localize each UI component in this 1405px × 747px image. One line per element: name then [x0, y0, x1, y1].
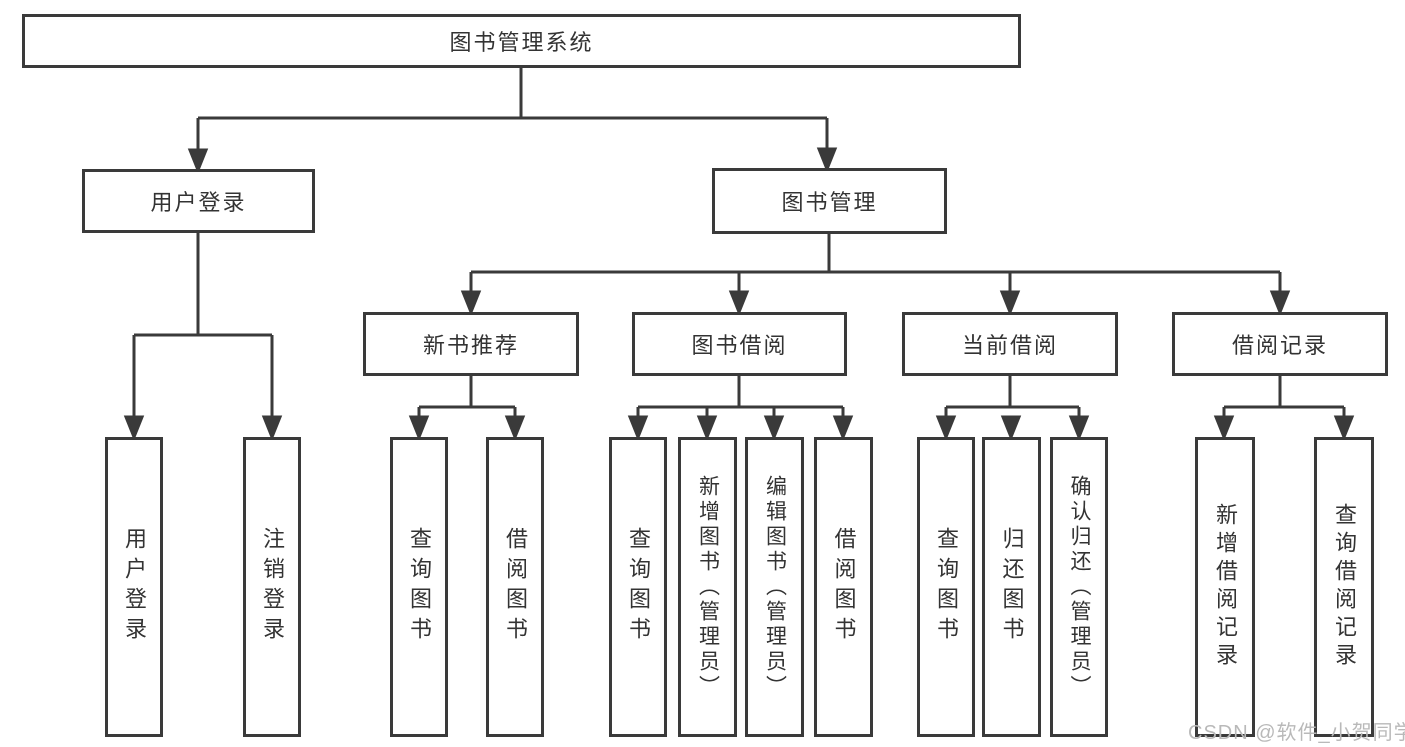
connectors-root [187, 68, 838, 175]
connectors-book-management [460, 233, 1291, 317]
node-add-book-admin: 新增图书（管理员） [678, 437, 737, 737]
node-query-books-borrow-label: 查询图书 [626, 527, 651, 647]
node-new-book-recommend: 新书推荐 [363, 312, 579, 376]
node-borrow-books-recommend: 借阅图书 [486, 437, 544, 737]
connectors-borrow-records [1213, 376, 1355, 442]
node-add-borrow-record: 新增借阅记录 [1195, 437, 1255, 737]
node-user-login-leaf-label: 用户登录 [122, 527, 147, 647]
node-query-books-recommend: 查询图书 [390, 437, 448, 737]
node-confirm-return-admin-label: 确认归还（管理员） [1068, 474, 1091, 700]
node-return-books: 归还图书 [982, 437, 1041, 737]
node-book-borrow: 图书借阅 [632, 312, 847, 376]
node-add-borrow-record-label: 新增借阅记录 [1213, 503, 1238, 671]
node-book-management: 图书管理 [712, 168, 947, 234]
node-query-books-current: 查询图书 [917, 437, 975, 737]
node-logout-label: 注销登录 [260, 527, 285, 647]
node-logout: 注销登录 [243, 437, 301, 737]
node-query-books-recommend-label: 查询图书 [407, 527, 432, 647]
node-edit-book-admin: 编辑图书（管理员） [745, 437, 804, 737]
node-user-login: 用户登录 [82, 169, 315, 233]
connectors-new-book-recommend [408, 376, 526, 442]
node-query-borrow-record: 查询借阅记录 [1314, 437, 1374, 737]
watermark: CSDN @软件_小贺同学 [1188, 722, 1405, 744]
node-borrow-books-leaf-label: 借阅图书 [831, 527, 857, 647]
node-return-books-label: 归还图书 [999, 527, 1025, 647]
node-query-books-current-label: 查询图书 [934, 527, 959, 647]
node-confirm-return-admin: 确认归还（管理员） [1050, 437, 1108, 737]
node-current-borrow: 当前借阅 [902, 312, 1118, 376]
node-edit-book-admin-label: 编辑图书（管理员） [763, 474, 787, 700]
node-borrow-records: 借阅记录 [1172, 312, 1388, 376]
connectors-book-borrow [627, 376, 854, 442]
node-user-login-leaf: 用户登录 [105, 437, 163, 737]
node-query-borrow-record-label: 查询借阅记录 [1332, 503, 1357, 671]
node-borrow-books-recommend-label: 借阅图书 [503, 527, 528, 647]
connectors-user-login [123, 232, 283, 442]
node-query-books-borrow: 查询图书 [609, 437, 667, 737]
node-add-book-admin-label: 新增图书（管理员） [696, 474, 720, 700]
node-borrow-books-leaf: 借阅图书 [814, 437, 873, 737]
node-root: 图书管理系统 [22, 14, 1021, 68]
connectors-current-borrow [935, 376, 1090, 442]
